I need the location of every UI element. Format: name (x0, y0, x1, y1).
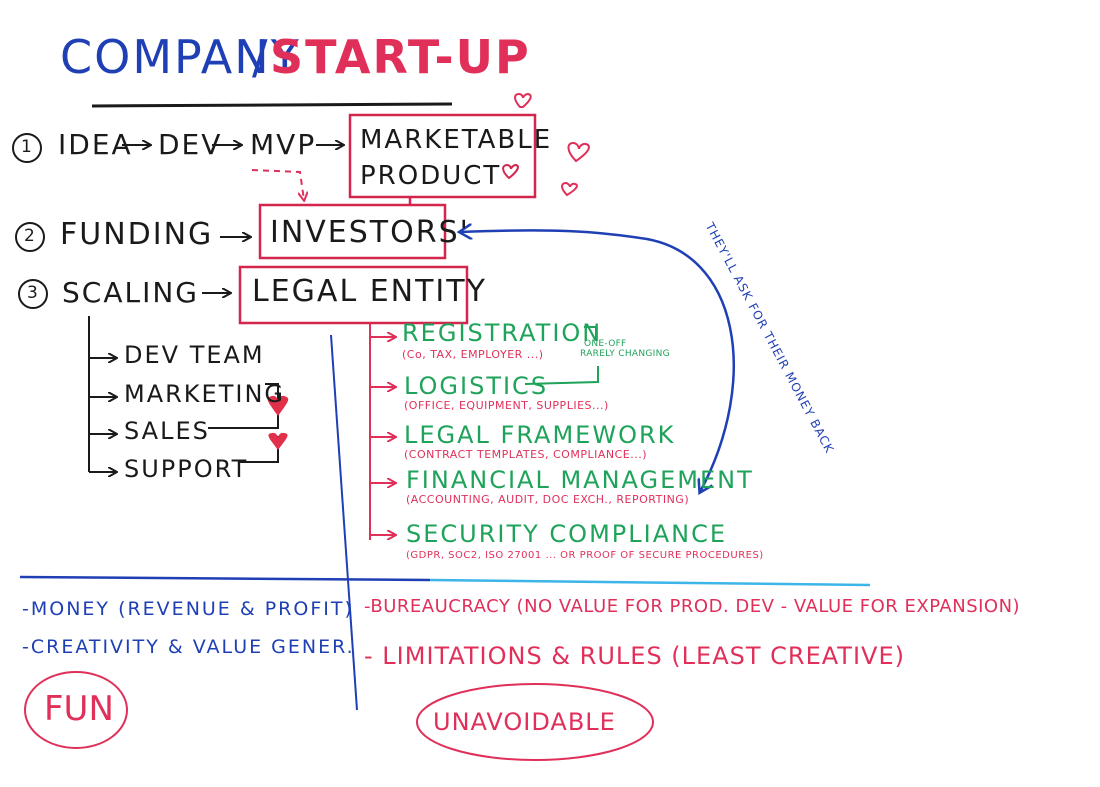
step-3-number: 3 (27, 283, 38, 303)
fun-label: FUN (44, 689, 114, 729)
bottom-left-money: -MONEY (REVENUE & PROFIT) (22, 598, 354, 620)
investors-label: INVESTORS' (270, 215, 470, 250)
legal-registration-title: REGISTRATION (402, 319, 603, 347)
vertical-divider (330, 334, 358, 711)
branch-support: SUPPORT (124, 455, 249, 483)
heart-marketing (267, 395, 289, 416)
legal-logistics-detail: (OFFICE, EQUIPMENT, SUPPLIES...) (404, 399, 609, 412)
horizontal-divider-left (19, 575, 431, 582)
step-dev: DEV (158, 128, 223, 161)
title-slash: / (252, 30, 270, 84)
heart-icon-1 (514, 92, 532, 108)
legal-financial-title: FINANCIAL MANAGEMENT (406, 466, 754, 494)
bottom-left-creativity: -CREATIVITY & VALUE GENER. (22, 636, 355, 658)
investors-box (258, 203, 447, 260)
heart-sales (268, 432, 288, 450)
branch-sales: SALES (124, 417, 210, 445)
marketable-product-box (348, 113, 537, 199)
heart-icon-3 (561, 181, 578, 197)
scaling-label: SCALING (62, 276, 199, 309)
bottom-right-bureaucracy: -BUREAUCRACY (NO VALUE FOR PROD. DEV - V… (364, 596, 1021, 617)
bottom-right-limitations: - LIMITATIONS & RULES (LEAST CREATIVE) (364, 642, 905, 670)
fun-ellipse (24, 671, 128, 749)
product-label: PRODUCT (360, 161, 502, 191)
legal-security-title: SECURITY COMPLIANCE (406, 520, 727, 548)
one-off-note-line1: ONE-OFF (584, 339, 627, 349)
money-back-curve (639, 236, 735, 492)
legal-registration-detail: (Co, TAX, EMPLOYER ...) (402, 348, 544, 361)
unavoidable-ellipse (416, 683, 654, 761)
one-off-bracket (584, 326, 597, 338)
heart-icon-4 (502, 163, 519, 180)
step-mvp: MVP (250, 128, 317, 161)
step-1-number: 1 (21, 137, 32, 157)
one-off-note-line2: RARELY CHANGING (580, 349, 670, 359)
branch-marketing: MARKETING (124, 380, 285, 408)
title-startup: START-UP (270, 30, 531, 84)
legal-security-detail: (GDPR, SOC2, ISO 27001 ... OR PROOF OF S… (406, 550, 764, 561)
mvp-investors-dashed (251, 169, 304, 200)
title-company: COMPANY (60, 30, 301, 84)
unavoidable-label: UNAVOIDABLE (433, 708, 616, 736)
logistics-bracket (524, 366, 599, 385)
legal-framework-title: LEGAL FRAMEWORK (404, 421, 676, 449)
branch-dev-team: DEV TEAM (124, 341, 265, 369)
step-3-circle (18, 279, 48, 309)
legal-framework-detail: (CONTRACT TEMPLATES, COMPLIANCE...) (404, 448, 647, 461)
legal-financial-detail: (ACCOUNTING, AUDIT, DOC EXCH., REPORTING… (406, 493, 690, 506)
title-underline (91, 102, 453, 108)
marketable-label: MARKETABLE (360, 125, 553, 155)
heart-icon-2 (567, 141, 590, 163)
legal-logistics-title: LOGISTICS (404, 372, 549, 400)
legal-entity-box (238, 265, 469, 325)
step-2-circle (15, 222, 45, 252)
step-2-number: 2 (24, 226, 35, 246)
step-idea: IDEA (58, 128, 133, 161)
funding-label: FUNDING (60, 217, 214, 252)
legal-entity-label: LEGAL ENTITY (252, 274, 487, 309)
step-1-circle (12, 133, 42, 163)
money-back-curve-head (460, 230, 641, 238)
horizontal-divider-right (429, 578, 871, 587)
